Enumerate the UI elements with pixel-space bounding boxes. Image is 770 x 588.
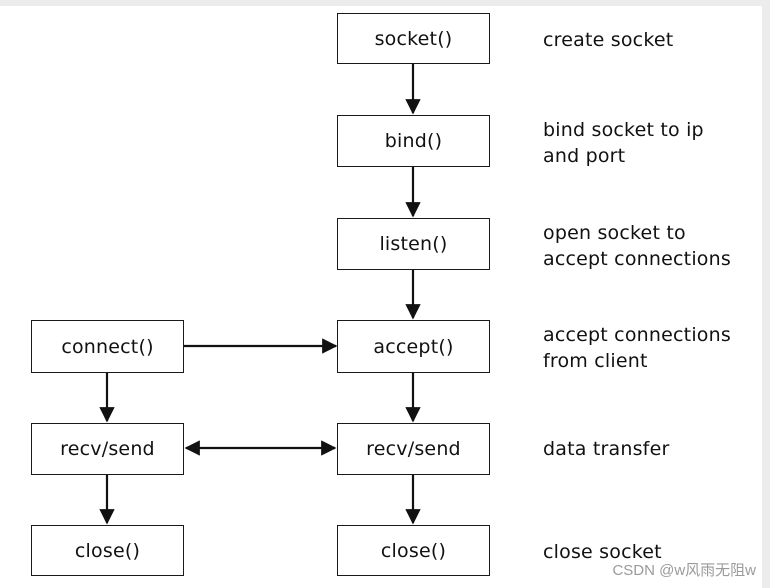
top-border [0, 0, 770, 6]
note-socket-line-1: create socket [543, 29, 674, 51]
connect-box: connect() [31, 320, 184, 373]
note-listen-line-2: accept connections [543, 248, 731, 270]
note-close: close socket [543, 539, 662, 565]
note-close-line-1: close socket [543, 541, 662, 563]
watermark: CSDN @w风雨无阻w [612, 562, 756, 579]
client-recv-send-box: recv/send [31, 423, 184, 475]
server-recv-send-box: recv/send [337, 423, 490, 475]
note-accept-line-1: accept connections [543, 324, 731, 346]
note-bind-line-1: bind socket to ip [543, 119, 704, 141]
accept-box: accept() [337, 320, 490, 373]
note-listen-line-1: open socket to [543, 222, 686, 244]
note-recv-send-line-1: data transfer [543, 438, 670, 460]
note-bind-line-2: and port [543, 145, 626, 167]
listen-box: listen() [337, 218, 490, 270]
note-bind: bind socket to ip and port [543, 117, 704, 169]
server-close-box: close() [337, 525, 490, 576]
note-recv-send: data transfer [543, 436, 669, 462]
bind-box: bind() [337, 115, 490, 167]
right-border [762, 0, 770, 588]
note-accept-line-2: from client [543, 350, 648, 372]
note-socket: create socket [543, 27, 673, 53]
socket-box: socket() [337, 13, 490, 64]
note-accept: accept connections from client [543, 322, 731, 374]
client-close-box: close() [31, 525, 184, 576]
note-listen: open socket to accept connections [543, 220, 731, 272]
